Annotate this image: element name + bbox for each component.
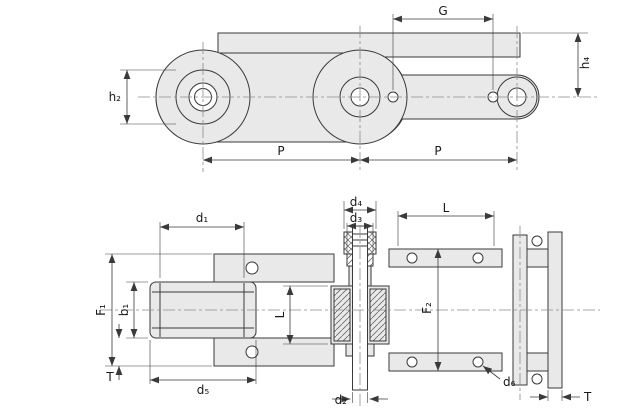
dim-label-t-right: T (583, 390, 592, 404)
dim-label-d6: d₆ (503, 375, 516, 389)
plate-hole (406, 356, 418, 368)
plate-hole (472, 252, 484, 264)
flanged-roller-section (149, 281, 257, 339)
attachment-plate-left-top (213, 253, 335, 283)
dim-label-f1: F₁ (94, 304, 108, 316)
dim-label-d3: d₃ (350, 211, 363, 225)
dim-g: G (392, 4, 494, 90)
dim-d2: d₂ (332, 392, 388, 407)
dim-t-right: T (530, 390, 592, 404)
dim-f1: F₁ (94, 253, 212, 367)
dim-label-t-left: T (105, 370, 114, 384)
dim-label-h2: h₂ (109, 90, 122, 104)
dim-label-g: G (438, 4, 447, 18)
bolt-hole (245, 345, 259, 359)
cotter-hole (531, 373, 543, 385)
dim-label-f2: F₂ (420, 302, 434, 314)
dim-d6: d₆ (482, 365, 516, 389)
dim-label-p-left: P (277, 144, 284, 158)
pin-end-section (512, 231, 563, 389)
centerlines-section-view (100, 226, 600, 407)
dim-p-left: P (203, 144, 360, 164)
dim-p-right: P (360, 144, 517, 164)
link-plate-right-bottom (388, 352, 503, 372)
plate-hole (472, 356, 484, 368)
dim-h2: h₂ (109, 69, 176, 125)
dim-label-b1: b₁ (117, 304, 131, 317)
side-view: G h₄ h₂ P P (109, 4, 600, 172)
dim-l-top: L (397, 201, 495, 246)
dim-label-d1: d₁ (196, 211, 209, 225)
dim-label-d4: d₄ (350, 195, 363, 209)
centerlines-top-view (138, 26, 600, 172)
dim-label-h4: h₄ (578, 57, 592, 70)
dim-label-d5: d₅ (197, 383, 210, 397)
dim-d3: d₃ (346, 211, 374, 252)
dim-l-mid: L (273, 285, 328, 345)
section-view: d₁ d₄ d₃ L F₁ (94, 195, 600, 407)
cotter-hole (531, 235, 543, 247)
dim-b1: b₁ (117, 281, 148, 339)
dim-d1: d₁ (159, 211, 245, 278)
dim-label-l-top: L (443, 201, 450, 215)
dim-d5: d₅ (149, 340, 257, 397)
dim-d4: d₄ (343, 195, 377, 229)
dim-f2: F₂ (420, 249, 442, 371)
dim-h4: h₄ (522, 32, 592, 97)
dim-label-d2: d₂ (335, 393, 348, 407)
dim-label-l-mid: L (273, 311, 287, 318)
plate-hole (406, 252, 418, 264)
bolt-hole (245, 261, 259, 275)
attachment-plate-left-bottom (213, 337, 335, 367)
link-plate-right-top (388, 248, 503, 268)
dim-label-p-right: P (434, 144, 441, 158)
dim-t-left: T (105, 324, 123, 384)
